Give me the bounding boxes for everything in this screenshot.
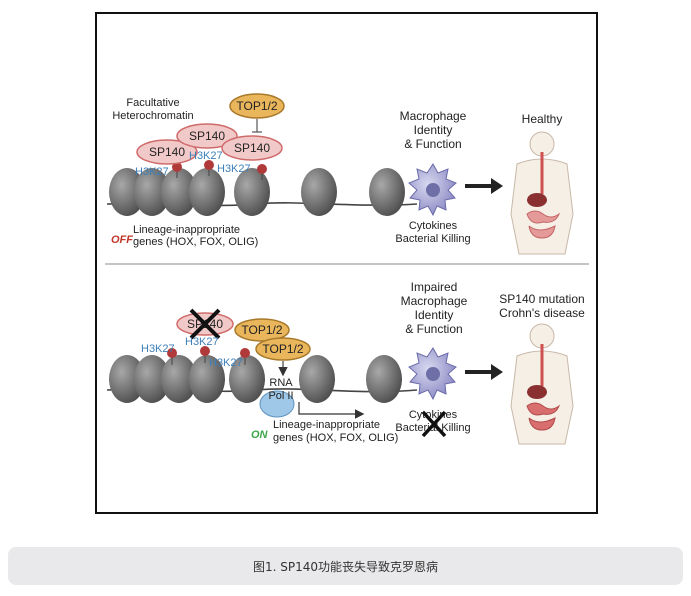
nucleosome — [229, 355, 265, 403]
methyl-mark — [204, 160, 214, 170]
diagram: Facultative Heterochromatin SP140 SP14 — [105, 93, 589, 445]
nucleosome — [366, 355, 402, 403]
genes-line1: Lineage-inappropriate — [133, 224, 240, 236]
cytokines-label: Cytokines — [409, 409, 458, 421]
top12-label: TOP1/2 — [236, 99, 277, 113]
nucleosome — [134, 168, 170, 216]
human-body-icon — [510, 323, 574, 445]
h3k27-label: H3K27 — [209, 357, 243, 369]
h3k27-label: H3K27 — [185, 336, 219, 348]
nucleosome — [161, 355, 197, 403]
methyl-mark — [257, 164, 267, 174]
nucleosome — [189, 168, 225, 216]
top12-protein — [229, 93, 285, 119]
nucleosome — [234, 168, 270, 216]
cross-mark-icon — [421, 410, 447, 438]
rna-label: RNA — [269, 377, 293, 389]
macrophage-icon — [408, 347, 457, 401]
nucleosome — [134, 355, 170, 403]
macrophage-icon — [408, 163, 457, 217]
human-body-icon — [510, 131, 574, 255]
nucleosome — [189, 355, 225, 403]
h3k27-label: H3K27 — [135, 166, 169, 178]
genes-line2: genes (HOX, FOX, OLIG) — [273, 432, 398, 444]
figure-frame: Facultative Heterochromatin SP140 SP14 — [95, 12, 598, 514]
top12-protein — [255, 337, 311, 361]
nucleosome-group — [109, 168, 405, 216]
nucleosome — [369, 168, 405, 216]
nucleosome — [299, 355, 335, 403]
outcome-line1: SP140 mutation — [499, 292, 584, 306]
macrophage-line2: Macrophage — [401, 294, 468, 308]
macrophage-line1: Macrophage — [400, 109, 467, 123]
outcome-label: Healthy — [522, 112, 563, 126]
state-off: OFF — [111, 234, 133, 246]
rna-pol-ii-icon — [259, 390, 295, 418]
nucleosome — [161, 168, 197, 216]
sp140-protein — [136, 139, 198, 165]
macrophage-line3: & Function — [404, 137, 461, 151]
genes-line2: genes (HOX, FOX, OLIG) — [133, 236, 258, 248]
macrophage-line3: Identity — [415, 308, 454, 322]
nucleosome — [109, 355, 145, 403]
methyl-mark — [172, 162, 182, 172]
bacterial-killing-label: Bacterial Killing — [395, 422, 470, 434]
cross-mark-icon — [189, 308, 221, 340]
top12-label: TOP1/2 — [262, 342, 303, 356]
cytokines-label: Cytokines — [409, 220, 458, 232]
outcome-line2: Crohn's disease — [499, 306, 585, 320]
sp140-label: SP140 — [234, 141, 270, 155]
state-on: ON — [251, 429, 269, 441]
macrophage-line1: Impaired — [411, 280, 458, 294]
top12-protein — [234, 318, 290, 342]
bottom-panel: SP140 TOP1/2 TOP1/2 H3K27 H3K27 H3K27 RN… — [106, 280, 585, 445]
nucleosome — [301, 168, 337, 216]
sp140-label: SP140 — [189, 129, 225, 143]
h3k27-label: H3K27 — [141, 343, 175, 355]
h3k27-label: H3K27 — [217, 163, 251, 175]
top-panel: Facultative Heterochromatin SP140 SP14 — [106, 93, 574, 255]
bacterial-killing-label: Bacterial Killing — [395, 233, 470, 245]
methyl-marks — [167, 346, 250, 365]
heading-line2: Heterochromatin — [112, 110, 193, 122]
figure-caption: 图1. SP140功能丧失导致克罗恩病 — [252, 559, 439, 574]
sp140-protein — [176, 123, 238, 149]
pol-ii-label: Pol II — [268, 390, 293, 402]
heading-line1: Facultative — [126, 97, 179, 109]
macrophage-line4: & Function — [405, 322, 462, 336]
methyl-marks — [172, 160, 267, 180]
transcription-arrow — [298, 402, 365, 419]
macrophage-line2: Identity — [414, 123, 453, 137]
h3k27-label: H3K27 — [189, 150, 223, 162]
genes-line1: Lineage-inappropriate — [273, 419, 380, 431]
top12-label: TOP1/2 — [241, 323, 282, 337]
sp140-protein — [221, 135, 283, 161]
sp140-label: SP140 — [149, 145, 185, 159]
nucleosome-group — [109, 355, 402, 403]
caption-bar: 图1. SP140功能丧失导致克罗恩病 — [8, 547, 683, 585]
nucleosome — [109, 168, 145, 216]
